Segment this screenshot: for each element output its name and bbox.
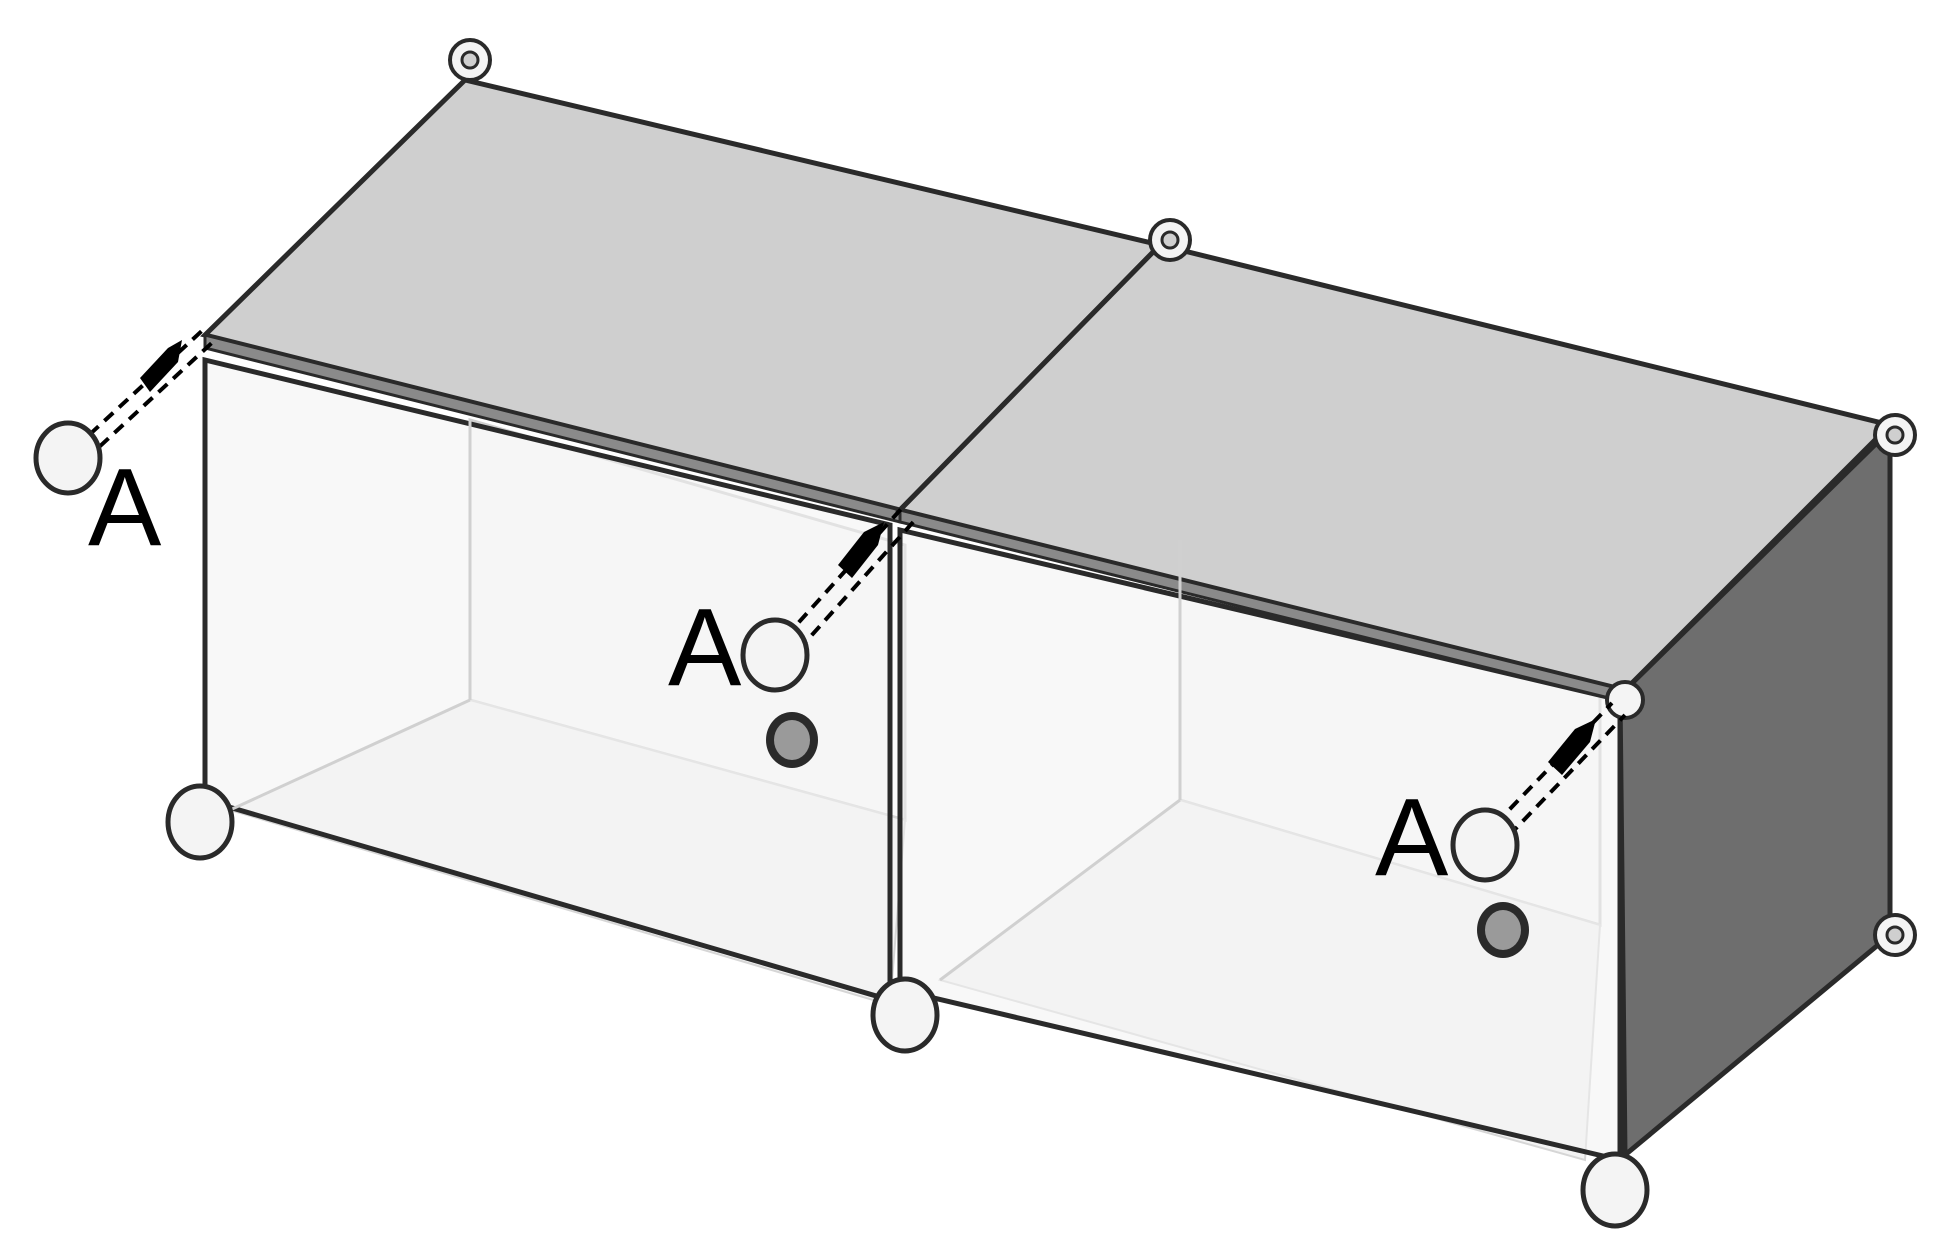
door-knobs [766,712,1529,958]
left-cube [200,77,1165,1007]
arrow-icon [140,340,182,392]
arrow-icon [838,522,884,578]
connector [1873,913,1917,957]
connector [1605,680,1645,720]
callout-middle: A [668,506,917,709]
connector [448,38,492,82]
callout-label: A [1375,776,1449,899]
callout-label: A [88,446,162,569]
right-cube [895,242,1895,1164]
connector [1148,218,1192,262]
connector-cap [33,420,103,496]
connector-foot [165,783,235,861]
connectors [165,38,1917,1229]
connector [1873,413,1917,457]
arrow-icon [1548,719,1596,775]
connector-cap [1450,807,1520,883]
connector-cap [740,617,810,693]
connector-foot [870,976,940,1054]
left-interior-edge-2 [229,698,471,812]
door-knob [766,712,818,768]
connector-foot [1580,1151,1650,1229]
callout-label: A [668,586,742,709]
callout-left-edge: A [33,326,217,569]
door-knob [1477,902,1529,958]
right-interior-edge-2 [939,798,1181,982]
callout-right-cube: A [1375,701,1627,899]
